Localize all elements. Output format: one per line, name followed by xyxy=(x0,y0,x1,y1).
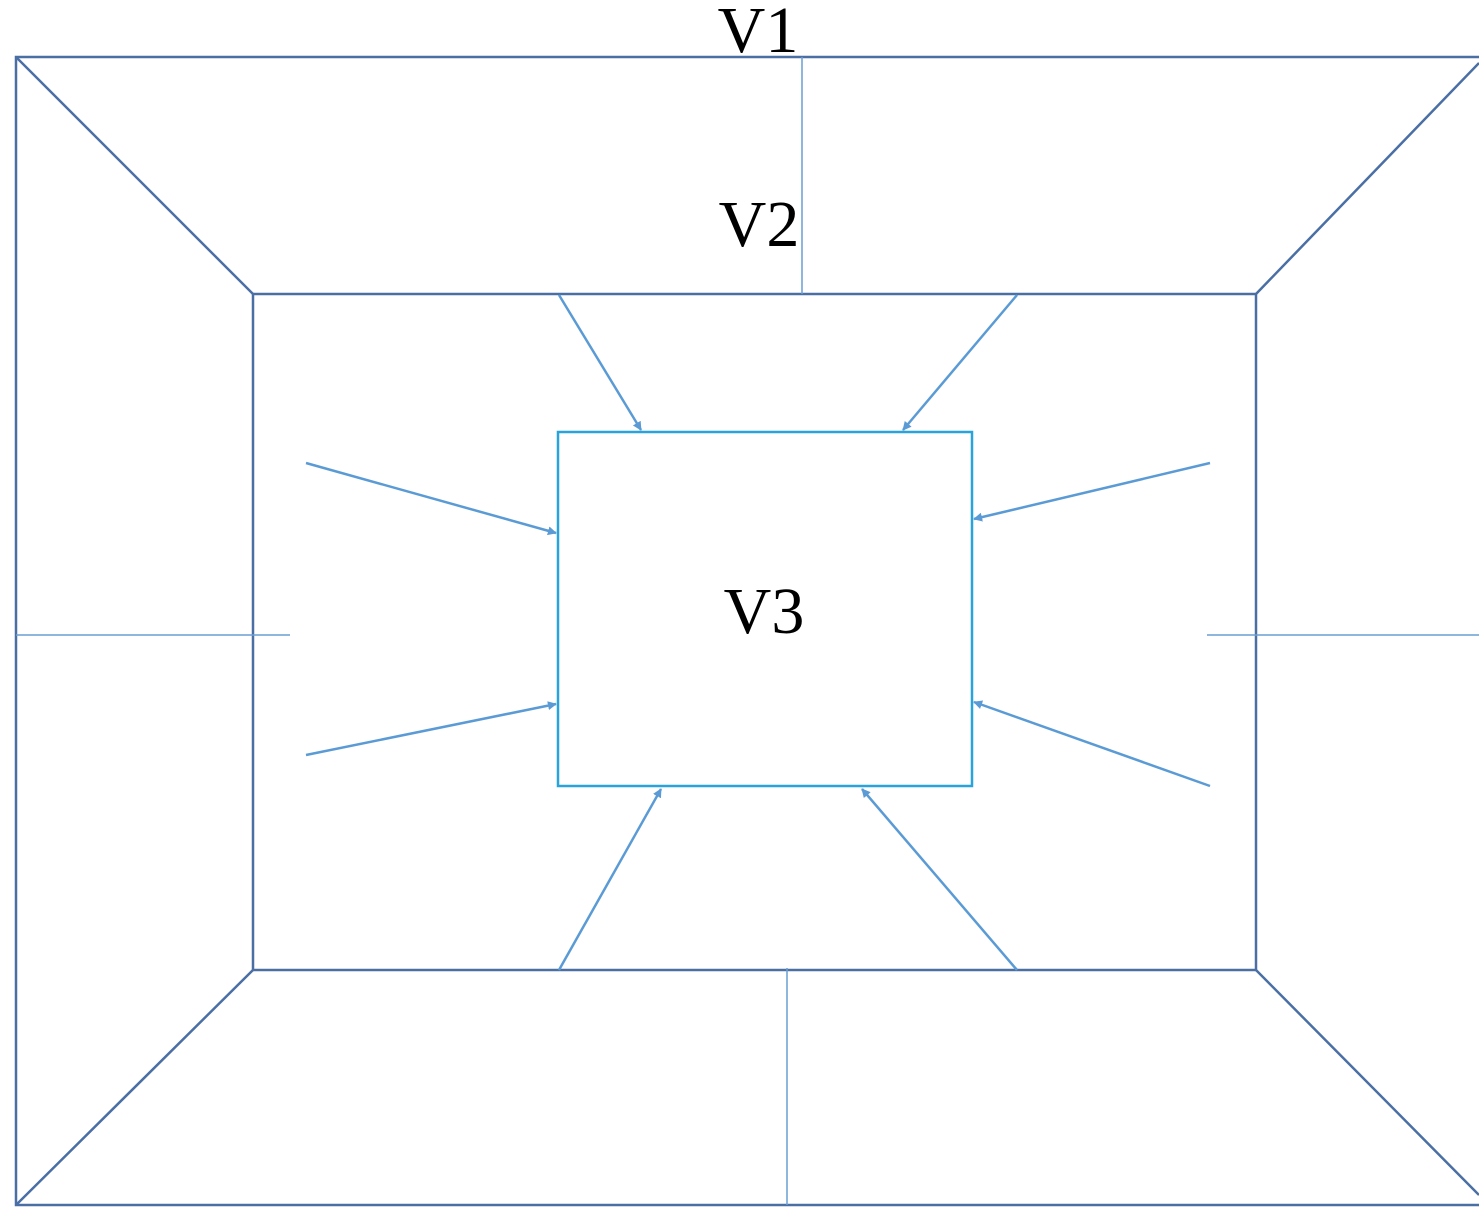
arrow-left-upper xyxy=(305,461,557,536)
arrow-top-left xyxy=(557,294,643,431)
label-v1: V1 xyxy=(718,0,799,67)
inner-box xyxy=(556,430,974,788)
outer-frame xyxy=(14,55,1479,1207)
diagonal-top-right xyxy=(1255,62,1479,295)
arrow-left-lower xyxy=(305,701,557,757)
arrow-right-upper xyxy=(973,461,1211,522)
diagonal-top-left xyxy=(15,56,254,295)
label-v3: V3 xyxy=(724,575,805,648)
arrow-top-right xyxy=(902,294,1018,431)
middle-rectangle xyxy=(251,292,1258,972)
arrow-bottom-right xyxy=(861,788,1018,971)
arrow-bottom-left xyxy=(557,788,663,971)
arrow-right-lower xyxy=(973,700,1211,788)
convergence-arrows xyxy=(305,294,1211,971)
diagonal-bottom-right xyxy=(1255,969,1479,1196)
label-v2: V2 xyxy=(719,188,800,261)
diagonal-bottom-left xyxy=(15,969,254,1206)
